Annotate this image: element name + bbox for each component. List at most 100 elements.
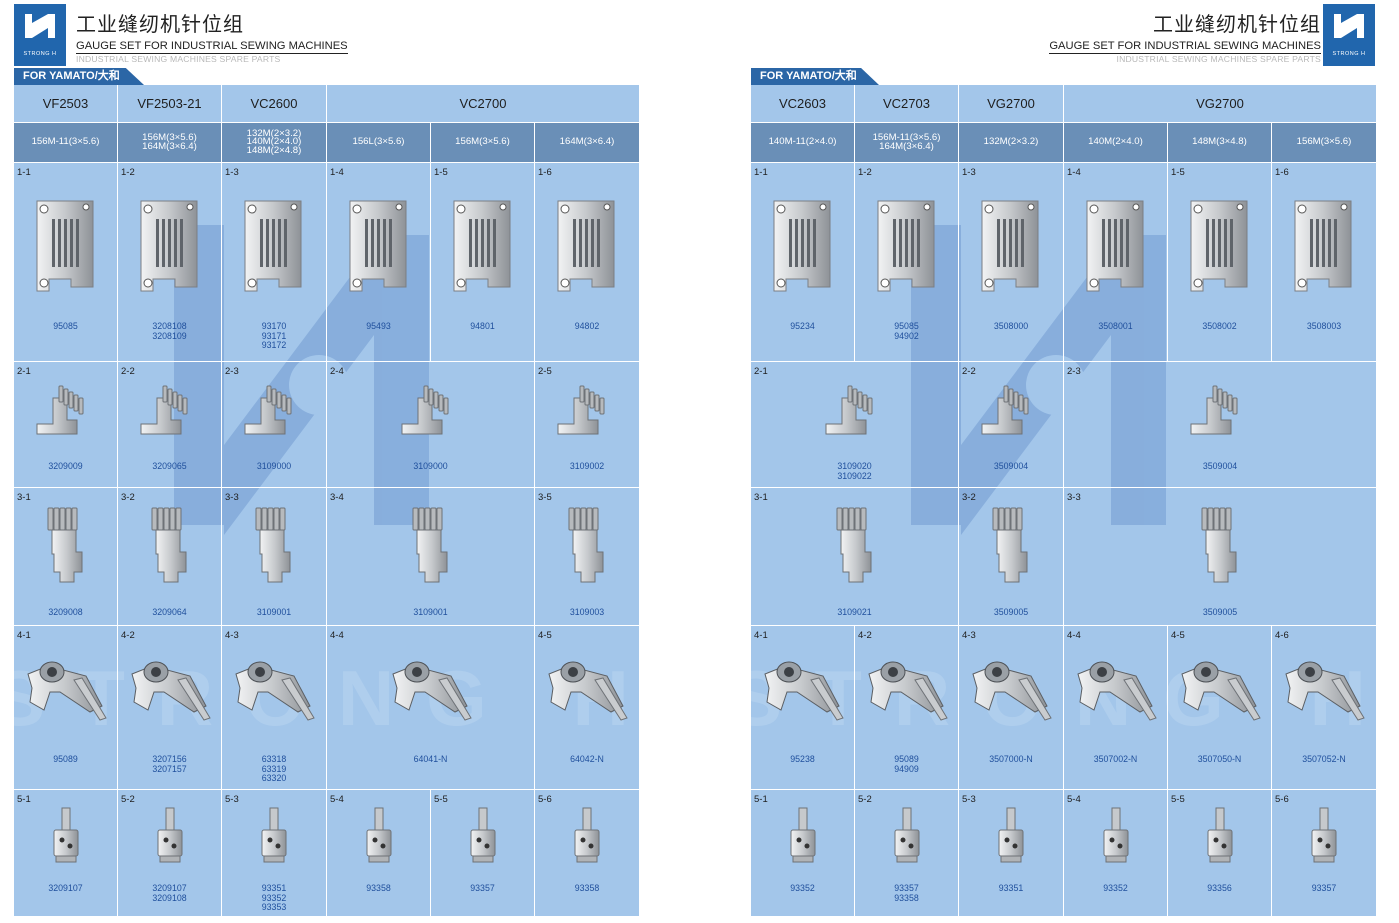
part-position-label: 1-4	[330, 167, 344, 178]
part-plate-icon	[874, 197, 940, 302]
gauge-header: 156M(3×5.6)	[1272, 123, 1377, 163]
gauge-header: 140M-11(2×4.0)	[751, 123, 855, 163]
part-position-label: 1-6	[538, 167, 552, 178]
part-cell[interactable]: 4-3 3507000-N	[959, 626, 1064, 790]
part-dog2-icon	[551, 504, 623, 601]
part-clamp-icon	[463, 806, 503, 871]
part-position-label: 5-1	[17, 794, 31, 805]
part-position-label: 4-3	[962, 630, 976, 641]
page-subtitle: INDUSTRIAL SEWING MACHINES SPARE PARTS	[76, 54, 281, 64]
page-title-en: GAUGE SET FOR INDUSTRIAL SEWING MACHINES	[1049, 40, 1321, 54]
part-dog2-icon	[238, 504, 310, 601]
brand-name: STRONG H	[23, 51, 57, 57]
part-position-label: 3-2	[121, 492, 135, 503]
part-cell[interactable]: 1-3 93170 93171 93172	[222, 163, 327, 362]
part-position-label: 2-5	[538, 366, 552, 377]
part-number: 93170 93171 93172	[261, 321, 287, 350]
part-number: 64042-N	[570, 754, 604, 764]
part-dog-icon	[812, 378, 898, 445]
part-plate-icon	[241, 197, 307, 302]
part-dog2-icon	[30, 504, 102, 601]
part-dog2-icon	[975, 504, 1047, 601]
part-cell[interactable]: 3-2 3209064	[118, 488, 222, 626]
part-dog-icon	[23, 378, 109, 445]
gauge-header: 156M-11(3×5.6) 164M(3×6.4)	[855, 123, 959, 163]
catalog-page-left: STRONG H 工业缝纫机针位组 GAUGE SET FOR INDUSTRI…	[0, 0, 640, 923]
part-position-label: 4-3	[225, 630, 239, 641]
model-header: VF2503-21	[118, 85, 222, 123]
part-cell[interactable]: 5-1 3209107	[14, 790, 118, 917]
part-plate-icon	[770, 197, 836, 302]
gauge-header: 156M(3×5.6)	[431, 123, 535, 163]
part-position-label: 3-1	[17, 492, 31, 503]
part-position-label: 5-4	[1067, 794, 1081, 805]
part-foot-icon	[122, 650, 218, 731]
part-position-label: 1-2	[858, 167, 872, 178]
part-number: 3509005	[993, 607, 1029, 617]
part-number: 3507000-N	[989, 754, 1033, 764]
part-number: 93356	[1207, 883, 1232, 893]
gauge-header: 164M(3×6.4)	[535, 123, 640, 163]
strong-h-logo-icon	[1334, 14, 1364, 38]
catalog-page-right: FOR YAMATO/大和 工业缝纫机针位组 GAUGE SET FOR IND…	[751, 0, 1391, 923]
part-clamp-icon	[783, 806, 823, 871]
part-dog2-icon	[819, 504, 891, 601]
part-clamp-icon	[1096, 806, 1136, 871]
part-number: 95085	[53, 321, 78, 331]
part-clamp-icon	[359, 806, 399, 871]
part-plate-icon	[137, 197, 203, 302]
part-dog-icon	[968, 378, 1054, 445]
part-position-label: 1-3	[225, 167, 239, 178]
part-position-label: 1-6	[1275, 167, 1289, 178]
part-number: 3209107	[48, 883, 83, 893]
part-number: 3209064	[152, 607, 187, 617]
